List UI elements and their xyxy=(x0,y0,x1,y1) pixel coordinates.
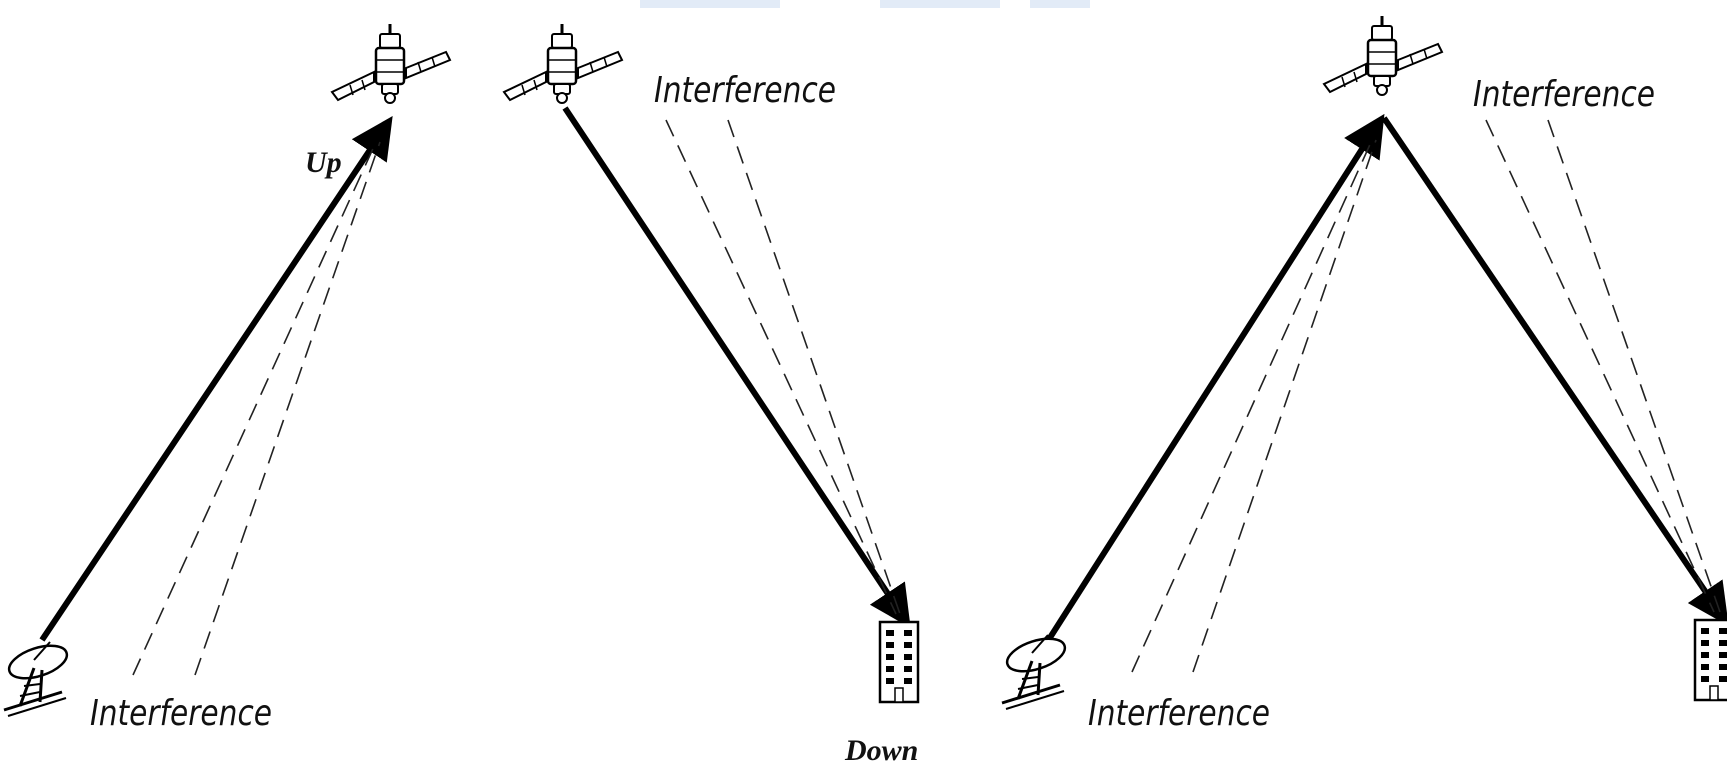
uplink-beam xyxy=(1034,113,1385,660)
interference-label-downlink: Interference xyxy=(654,70,836,111)
interference-ray xyxy=(665,119,897,615)
uplink-beam xyxy=(39,116,393,642)
satellite-icon xyxy=(1322,14,1444,97)
downlink-panel: Interference Down xyxy=(502,22,920,764)
satellite-dish-icon xyxy=(2,637,73,718)
downlink-beam xyxy=(562,106,911,628)
building-icon xyxy=(878,620,920,704)
interference-label-combined-downlink: Interference xyxy=(1473,74,1655,115)
interference-label-combined-uplink: Interference xyxy=(1088,693,1270,734)
uplink-panel: Up Interference xyxy=(2,22,452,734)
satellite-icon xyxy=(330,22,452,105)
downlink-beam xyxy=(1381,116,1727,626)
down-label: Down xyxy=(844,734,918,764)
combined-panel: Interference Interference xyxy=(1000,14,1727,734)
watermark-remnant xyxy=(640,0,1090,8)
interference-label-uplink: Interference xyxy=(90,693,272,734)
building-icon xyxy=(1693,618,1727,702)
interference-ray xyxy=(727,119,901,615)
interference-ray xyxy=(1547,119,1721,613)
interference-ray xyxy=(1192,139,1377,673)
satellite-icon xyxy=(502,22,624,105)
interference-ray xyxy=(1131,139,1373,673)
interference-ray xyxy=(132,141,377,676)
interference-ray xyxy=(1485,119,1715,613)
interference-ray xyxy=(194,141,381,676)
up-label: Up xyxy=(305,146,342,179)
satellite-dish-icon xyxy=(1000,630,1071,711)
